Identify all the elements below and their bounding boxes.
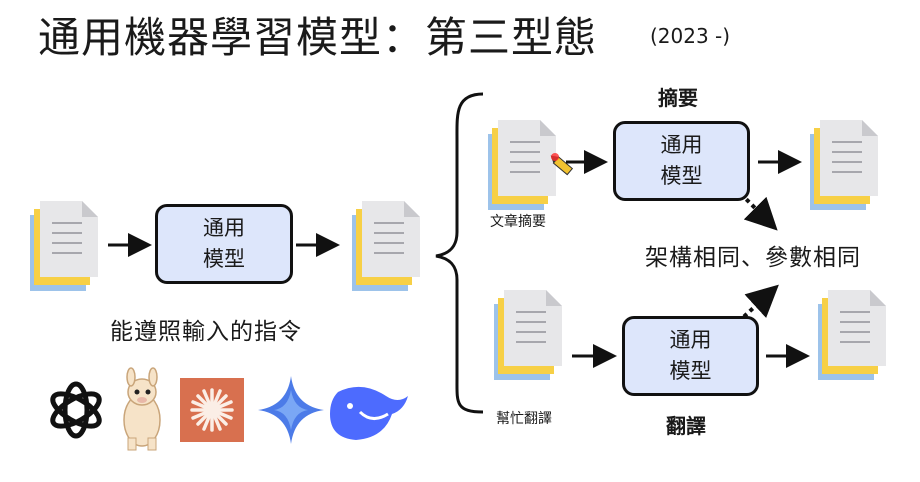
claude-logo-icon — [180, 378, 244, 442]
pointer-dot-icon — [551, 153, 559, 161]
model-label-line2: 模型 — [669, 359, 712, 383]
model-label-line1: 通用 — [660, 133, 703, 157]
gemini-logo-icon — [258, 376, 324, 444]
slide-title: 通用機器學習模型：第三型態 — [38, 13, 598, 62]
input-document-icon — [29, 200, 99, 292]
model-box-main: 通用 模型 — [155, 204, 293, 284]
model-label-line2: 模型 — [203, 247, 245, 271]
translate-output-document-icon — [817, 289, 887, 381]
summary-input-document-icon — [487, 119, 557, 211]
input-label-summary: 文章摘要 — [490, 214, 546, 230]
deepseek-logo-icon — [330, 386, 408, 440]
task-title-summary: 摘要 — [658, 86, 698, 110]
model-label-line1: 通用 — [669, 328, 712, 352]
year-note: (2023 -) — [650, 24, 731, 48]
openai-logo-icon — [50, 381, 102, 439]
model-box-summary: 通用 模型 — [613, 121, 750, 201]
input-label-translate: 幫忙翻譯 — [496, 411, 552, 427]
llama-logo-icon — [123, 367, 161, 451]
translate-input-document-icon — [493, 289, 563, 381]
summary-output-document-icon — [809, 119, 879, 211]
task-title-translate: 翻譯 — [666, 414, 706, 438]
model-label-line2: 模型 — [660, 164, 703, 188]
output-document-icon — [351, 200, 421, 292]
model-box-translate: 通用 模型 — [622, 316, 759, 396]
instruction-caption: 能遵照輸入的指令 — [110, 319, 302, 345]
model-label-line1: 通用 — [203, 216, 245, 240]
shared-architecture-note: 架構相同、參數相同 — [645, 245, 861, 271]
brace-icon — [435, 92, 484, 414]
